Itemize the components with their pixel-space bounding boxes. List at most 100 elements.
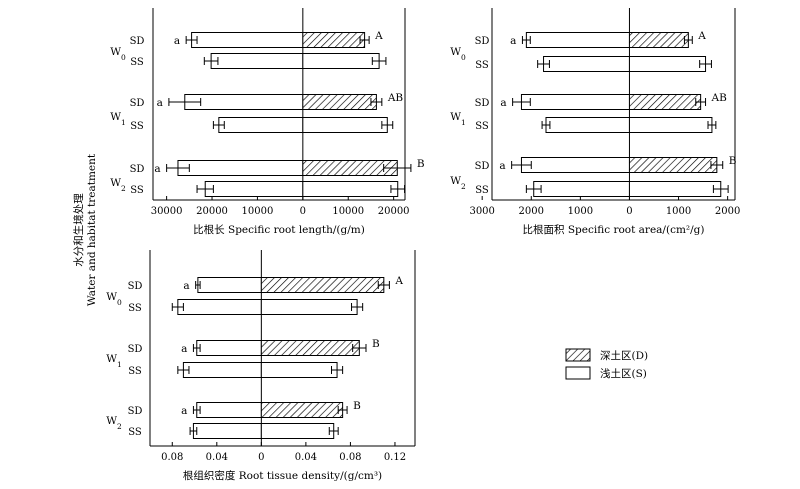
bar-left (545, 117, 630, 133)
bar-left (192, 423, 262, 439)
legend: 深土区(D) 浅土区(S) (565, 348, 648, 380)
group-label-subscript: 1 (121, 118, 126, 127)
x-tick-label: 20000 (378, 206, 410, 217)
x-tick-label: 20000 (196, 206, 228, 217)
sig-label-left: a (181, 405, 187, 417)
sig-label-right: A (697, 30, 706, 42)
sig-label-left: a (181, 343, 187, 355)
sig-label-left: a (510, 35, 516, 47)
bar-left (204, 181, 304, 197)
row-label-ss: SS (130, 121, 144, 132)
row-label-ss: SS (128, 366, 142, 377)
bar-right (260, 340, 360, 356)
group-label-w0: W0 (106, 291, 122, 307)
bar-left (525, 32, 630, 48)
bar-left (184, 94, 304, 110)
x-tick-label: 30000 (151, 206, 183, 217)
x-tick-label: 10000 (242, 206, 274, 217)
row-label-ss: SS (475, 60, 489, 71)
bar-right (628, 56, 707, 72)
sig-label-right: A (374, 30, 383, 42)
row-label-sd: SD (130, 98, 145, 109)
bar-right (260, 362, 338, 378)
y-axis-title-cn: 水分和生境处理 (72, 193, 85, 267)
group-label-w0: W0 (450, 46, 466, 62)
bar-left (210, 53, 304, 69)
group-label-w2: W2 (110, 177, 126, 193)
x-tick-label: 0.04 (206, 452, 228, 463)
x-tick-label: 0 (258, 452, 264, 463)
bar-right (302, 32, 366, 48)
group-label-subscript: 2 (461, 182, 466, 191)
bar-left (520, 94, 630, 110)
bar-right (302, 94, 377, 110)
bar-right (628, 32, 689, 48)
bar-right (302, 53, 380, 69)
bar-right (302, 181, 399, 197)
bar-left (196, 402, 262, 418)
sig-label-right: B (353, 400, 361, 412)
bar-left (182, 362, 262, 378)
group-label-subscript: 0 (121, 53, 126, 62)
sig-label-left: a (154, 163, 160, 175)
sig-label-right: AB (711, 92, 728, 104)
bar-right (260, 277, 385, 293)
x-tick-label: 0.08 (161, 452, 183, 463)
group-label-subscript: 0 (461, 53, 466, 62)
bar-left (196, 340, 262, 356)
group-label-w2: W2 (106, 415, 122, 431)
row-label-sd: SD (130, 36, 145, 47)
bar-right (628, 157, 718, 173)
group-label-w1: W1 (106, 353, 122, 369)
sig-label-left: a (157, 97, 163, 109)
sig-label-right: B (729, 155, 737, 167)
bar-left (177, 299, 262, 315)
x-tick-label: 1000 (666, 206, 691, 217)
bar-left (520, 157, 630, 173)
row-label-ss: SS (128, 303, 142, 314)
x-tick-label: 0 (626, 206, 632, 217)
group-label-w2: W2 (450, 175, 466, 191)
row-label-sd: SD (128, 406, 143, 417)
row-label-ss: SS (475, 121, 489, 132)
x-tick-label: 2000 (715, 206, 740, 217)
row-label-ss: SS (475, 185, 489, 196)
bar-right (260, 423, 335, 439)
legend-swatch-shallow (565, 366, 591, 380)
row-label-sd: SD (475, 98, 490, 109)
group-label-subscript: 1 (461, 118, 466, 127)
bar-right (302, 160, 398, 176)
x-tick-label: 0.04 (295, 452, 317, 463)
row-label-ss: SS (128, 427, 142, 438)
bar-left (218, 117, 304, 133)
bar-left (543, 56, 630, 72)
x-axis-title: 根组织密度 Root tissue density/(g/cm³) (183, 469, 382, 482)
y-axis-title-en: Water and habitat treatment (86, 153, 98, 306)
sig-label-right: A (394, 275, 403, 287)
group-label-w1: W1 (110, 111, 126, 127)
group-label-subscript: 0 (117, 298, 122, 307)
bar-right (260, 402, 344, 418)
group-label-subscript: 1 (117, 360, 122, 369)
bar-right (628, 94, 702, 110)
row-label-ss: SS (130, 185, 144, 196)
row-label-sd: SD (130, 164, 145, 175)
legend-label-deep: 深土区(D) (600, 349, 648, 362)
x-tick-label: 10000 (332, 206, 364, 217)
sig-label-right: AB (387, 92, 404, 104)
bar-left (533, 181, 630, 197)
bar-right (260, 299, 358, 315)
legend-label-shallow: 浅土区(S) (600, 367, 647, 380)
group-label-w1: W1 (450, 111, 466, 127)
row-label-sd: SD (128, 344, 143, 355)
sig-label-left: a (183, 280, 189, 292)
row-label-sd: SD (475, 36, 490, 47)
group-label-subscript: 2 (121, 184, 126, 193)
x-tick-label: 0 (300, 206, 306, 217)
x-tick-label: 0.12 (384, 452, 406, 463)
x-tick-label: 1000 (568, 206, 593, 217)
row-label-ss: SS (130, 57, 144, 68)
